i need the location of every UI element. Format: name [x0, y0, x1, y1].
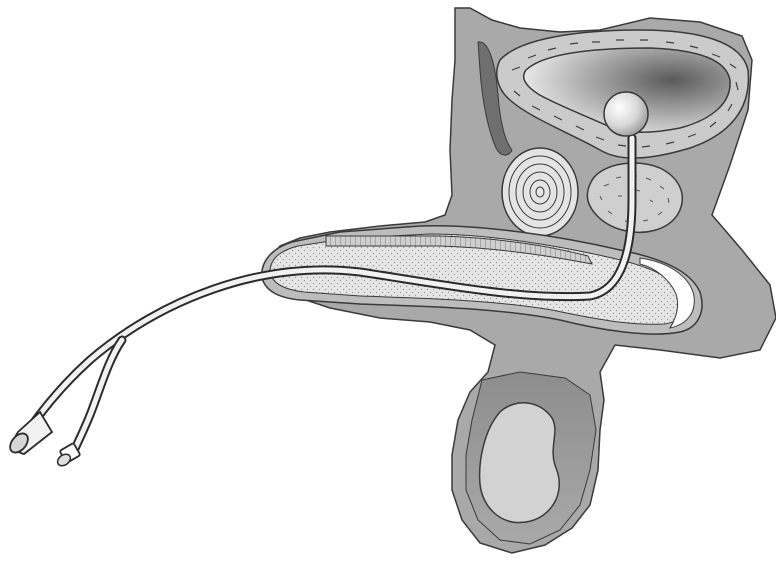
catheter-balloon — [604, 92, 648, 136]
rectum — [502, 148, 578, 236]
